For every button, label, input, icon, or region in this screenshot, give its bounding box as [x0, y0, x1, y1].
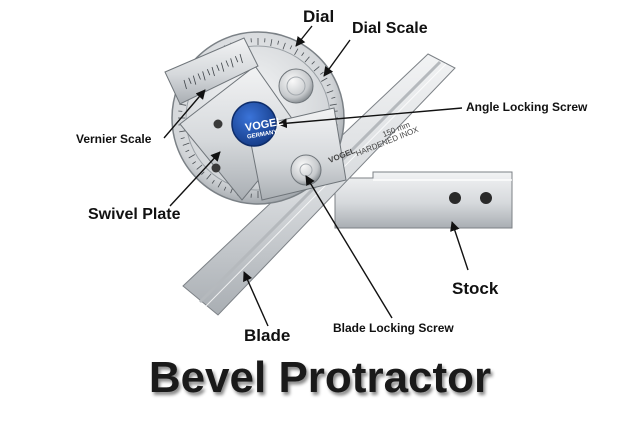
plate-screw-icon	[214, 120, 223, 129]
label-vernier-scale: Vernier Scale	[76, 133, 151, 145]
plate-screw-icon	[212, 164, 221, 173]
label-blade-locking-screw: Blade Locking Screw	[333, 322, 454, 334]
blade-locking-screw-icon	[291, 155, 321, 185]
label-blade: Blade	[244, 327, 290, 344]
label-stock: Stock	[452, 280, 498, 297]
stock-hole-right	[480, 192, 492, 204]
stock-hole-left	[449, 192, 461, 204]
label-angle-locking-screw: Angle Locking Screw	[466, 101, 587, 113]
dial-knob-icon	[279, 69, 313, 103]
stock-bar	[335, 172, 512, 228]
label-dial: Dial	[303, 8, 334, 25]
label-dial-scale: Dial Scale	[352, 21, 428, 37]
label-swivel-plate: Swivel Plate	[88, 207, 181, 223]
diagram-title: Bevel Protractor	[0, 356, 640, 400]
